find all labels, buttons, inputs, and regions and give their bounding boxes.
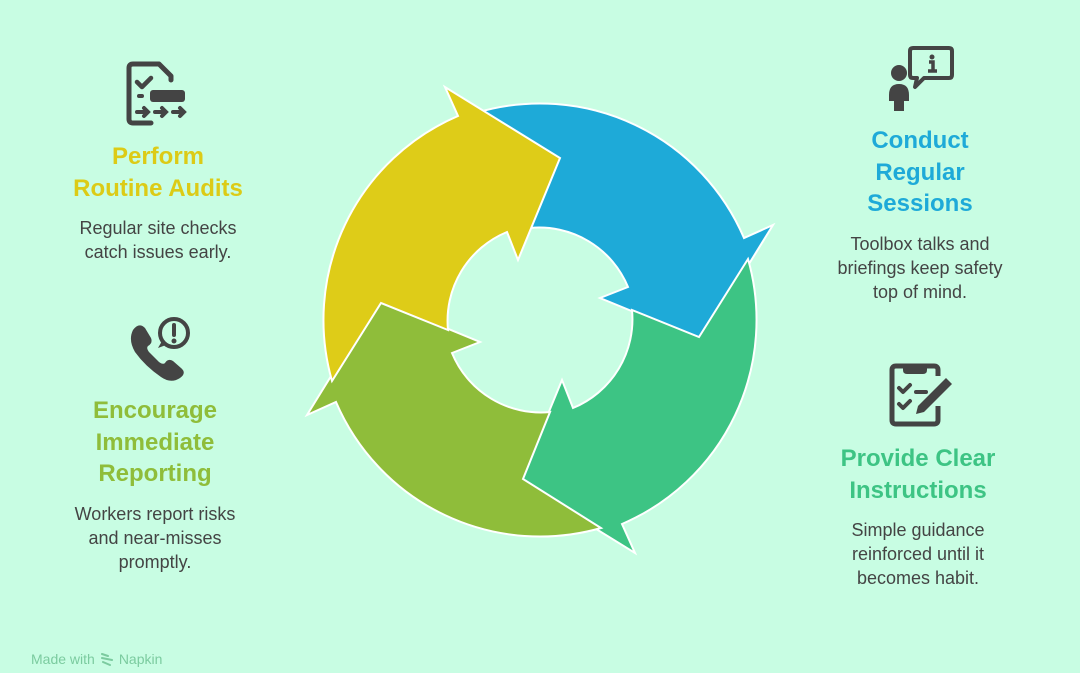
- step-provide-clear-instructions: Provide Clear Instructions Simple guidan…: [788, 443, 1048, 590]
- presenter-info-icon: [889, 46, 954, 111]
- desc-line: becomes habit.: [856, 568, 980, 588]
- desc-line: Workers report risks: [74, 503, 236, 524]
- title-line: Provide Clear: [840, 445, 996, 472]
- desc-line: briefings keep safety: [837, 257, 1003, 278]
- desc-line: top of mind.: [872, 281, 968, 302]
- made-with-napkin-footer[interactable]: Made with Napkin: [31, 651, 162, 667]
- desc-line: Regular site checks: [79, 218, 237, 238]
- clipboard-pen-icon: [889, 363, 952, 427]
- napkin-logo-icon: [100, 653, 113, 666]
- title-line: Perform: [111, 143, 205, 170]
- step-title: Conduct Regular Sessions: [790, 125, 1050, 220]
- desc-line: Toolbox talks and: [850, 233, 990, 254]
- desc-line: Simple guidance: [851, 520, 985, 540]
- step-title: Encourage Immediate Reporting: [25, 395, 285, 490]
- step-title: Provide Clear Instructions: [788, 443, 1048, 506]
- phone-alert-icon: [130, 317, 190, 381]
- desc-line: promptly.: [118, 551, 192, 572]
- step-description: Toolbox talks and briefings keep safety …: [790, 232, 1050, 304]
- title-line: Encourage: [92, 397, 218, 424]
- desc-line: and near-misses: [88, 527, 222, 548]
- title-line: Sessions: [867, 190, 973, 217]
- step-conduct-regular-sessions: Conduct Regular Sessions Toolbox talks a…: [790, 125, 1050, 304]
- step-perform-routine-audits: Perform Routine Audits Regular site chec…: [28, 141, 288, 264]
- step-description: Simple guidance reinforced until it beco…: [788, 518, 1048, 590]
- step-description: Regular site checks catch issues early.: [28, 216, 288, 264]
- step-encourage-immediate-reporting: Encourage Immediate Reporting Workers re…: [25, 395, 285, 574]
- step-title: Perform Routine Audits: [28, 141, 288, 204]
- step-description: Workers report risks and near-misses pro…: [25, 502, 285, 574]
- title-line: Reporting: [98, 460, 212, 487]
- checklist-arrows-icon: [126, 61, 187, 126]
- title-line: Regular: [875, 158, 965, 186]
- footer-brand: Napkin: [118, 651, 163, 667]
- footer-made-with: Made with: [31, 651, 95, 667]
- title-line: Immediate: [95, 428, 215, 456]
- desc-line: catch issues early.: [84, 242, 232, 262]
- title-line: Routine Audits: [73, 174, 243, 202]
- title-line: Conduct: [871, 127, 969, 154]
- title-line: Instructions: [849, 476, 987, 504]
- desc-line: reinforced until it: [851, 544, 985, 564]
